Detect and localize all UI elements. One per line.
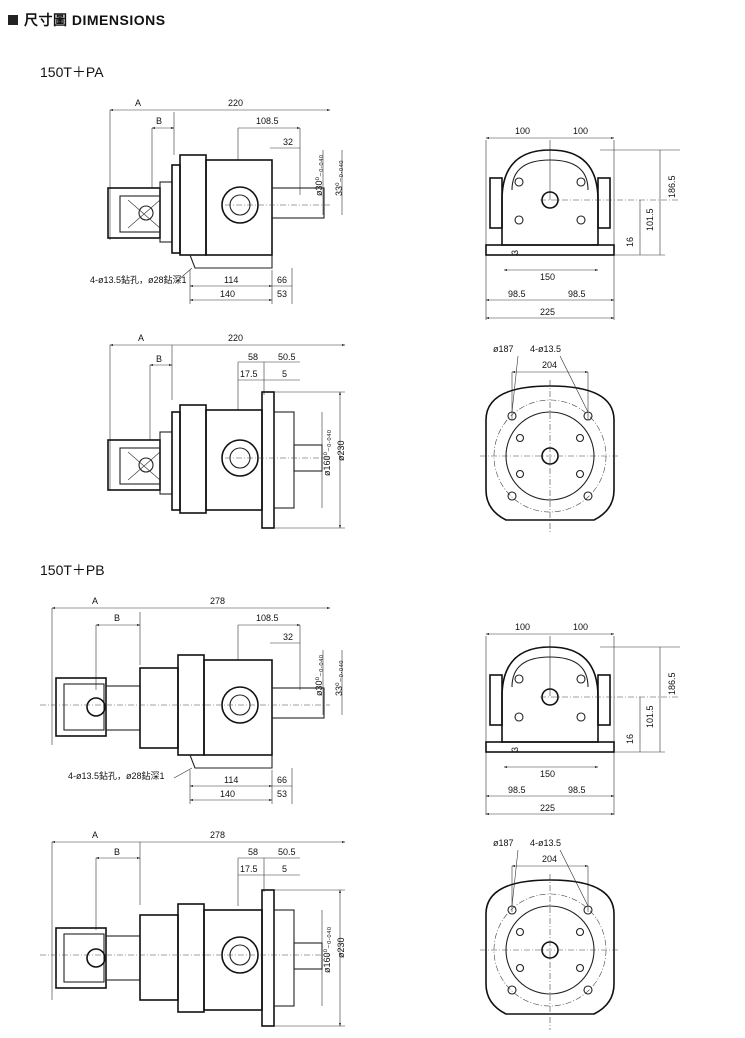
- pa-front-h3: 16: [625, 237, 635, 247]
- square-bullet-icon: [8, 15, 18, 25]
- pa-front-h1: 186.5: [667, 175, 677, 198]
- pb-ff-holes: 4-ø13.5: [530, 838, 561, 848]
- pb-flange-dia: ø230: [336, 937, 346, 958]
- pa-flange-5: 5: [282, 369, 287, 379]
- pb-flange-B: B: [114, 847, 120, 857]
- pa-front-foot-view: 100 100 186.5 101.5 16 3 150 98.5 98.5 2…: [485, 126, 680, 320]
- pb-dim-shaft30: ø30⁰₋₀.₀₄₀: [314, 654, 324, 696]
- pb-flange-175: 17.5: [240, 864, 258, 874]
- pa-front-total: 225: [540, 307, 555, 317]
- pa-dim-overall: 220: [228, 98, 243, 108]
- pb-dim-32: 32: [283, 632, 293, 642]
- pa-dim-53: 53: [277, 289, 287, 299]
- pb-dim-B: B: [114, 613, 120, 623]
- pa-front-base: 150: [540, 272, 555, 282]
- pb-front-half1: 98.5: [508, 785, 526, 795]
- pb-front-h4: 3: [510, 747, 520, 752]
- pb-dim-A: A: [92, 596, 98, 606]
- pb-dim-shaft33: 33⁰₋₀.₀₄₀: [334, 660, 344, 696]
- pa-front-h2: 101.5: [645, 208, 655, 231]
- pb-front-half2: 98.5: [568, 785, 586, 795]
- pb-front-foot-view: 100 100 186.5 101.5 16 3 150 98.5 98.5 2…: [485, 622, 680, 816]
- pa-ff-bolt: ø187: [493, 344, 514, 354]
- pb-front-h2: 101.5: [645, 705, 655, 728]
- pb-front-base: 150: [540, 769, 555, 779]
- pb-front-h3: 16: [625, 734, 635, 744]
- pa-side-flange-view: A 220 B 58 50.5 17.5 5 ø230 ø160⁰₋₀.₀₄: [107, 333, 346, 529]
- pb-dim-66: 66: [277, 775, 287, 785]
- pa-flange-505: 50.5: [278, 352, 296, 362]
- pa-front-half1: 98.5: [508, 289, 526, 299]
- pa-dim-114: 114: [224, 275, 238, 285]
- pa-ff-holes: 4-ø13.5: [530, 344, 561, 354]
- pb-front-w2: 100: [573, 622, 588, 632]
- pb-front-flange-view: ø187 4-ø13.5 204: [480, 838, 620, 1030]
- pa-flange-overall: 220: [228, 333, 243, 343]
- pa-side-foot-view: A 220 B 108.5 32 ø30⁰₋₀.₀₄₀ 33⁰₋₀.₀₄₀: [90, 98, 344, 304]
- pb-dim-114: 114: [224, 775, 238, 785]
- pa-flange-A: A: [138, 333, 144, 343]
- pa-dim-140: 140: [220, 289, 235, 299]
- pa-dim-B: B: [156, 116, 162, 126]
- pb-dim-overall: 278: [210, 596, 225, 606]
- pa-dim-1085: 108.5: [256, 116, 279, 126]
- pb-hole-note: 4-ø13.5鉆孔，ø28鉆深1: [68, 770, 165, 781]
- pb-ff-bolt: ø187: [493, 838, 514, 848]
- pa-front-h4: 3: [510, 250, 520, 255]
- pb-flange-5: 5: [282, 864, 287, 874]
- pb-flange-A: A: [92, 830, 98, 840]
- pb-front-w1: 100: [515, 622, 530, 632]
- pa-dim-32: 32: [283, 137, 293, 147]
- pa-front-half2: 98.5: [568, 289, 586, 299]
- pa-flange-pilot: ø160⁰₋₀.₀₄₀: [322, 429, 332, 476]
- pb-dim-1085: 108.5: [256, 613, 279, 623]
- section-title-pa: 150T＋PA: [40, 64, 104, 80]
- pb-flange-58: 58: [248, 847, 258, 857]
- pa-front-flange-view: ø187 4-ø13.5 204: [480, 344, 620, 532]
- pb-front-total: 225: [540, 803, 555, 813]
- page-title: 尺寸圖 DIMENSIONS: [24, 12, 166, 28]
- pa-dim-shaft33: 33⁰₋₀.₀₄₀: [334, 160, 344, 196]
- pa-flange-175: 17.5: [240, 369, 258, 379]
- pa-front-w2: 100: [573, 126, 588, 136]
- pa-ff-span: 204: [542, 360, 557, 370]
- pb-side-foot-view: A 278 B 108.5 32 ø30⁰₋₀.₀₄₀ 33⁰₋₀.₀₄₀ 11…: [40, 596, 344, 804]
- page-header: 尺寸圖 DIMENSIONS: [8, 10, 166, 30]
- pb-side-flange-view: A 278 B 58 50.5 17.5 5 ø230 ø160⁰₋₀.₀₄₀: [40, 830, 346, 1027]
- pb-flange-overall: 278: [210, 830, 225, 840]
- pa-dim-66: 66: [277, 275, 287, 285]
- pb-flange-pilot: ø160⁰₋₀.₀₄₀: [322, 926, 332, 973]
- pb-flange-505: 50.5: [278, 847, 296, 857]
- pb-dim-140: 140: [220, 789, 235, 799]
- pa-front-w1: 100: [515, 126, 530, 136]
- pa-flange-B: B: [156, 354, 162, 364]
- pa-dim-shaft30: ø30⁰₋₀.₀₄₀: [314, 154, 324, 196]
- pa-hole-note: 4-ø13.5鉆孔，ø28鉆深1: [90, 274, 187, 285]
- section-title-pb: 150T＋PB: [40, 562, 105, 578]
- pa-flange-dia: ø230: [336, 440, 346, 461]
- pb-dim-53: 53: [277, 789, 287, 799]
- pb-ff-span: 204: [542, 854, 557, 864]
- pb-front-h1: 186.5: [667, 672, 677, 695]
- pa-flange-58: 58: [248, 352, 258, 362]
- pa-dim-A: A: [135, 98, 141, 108]
